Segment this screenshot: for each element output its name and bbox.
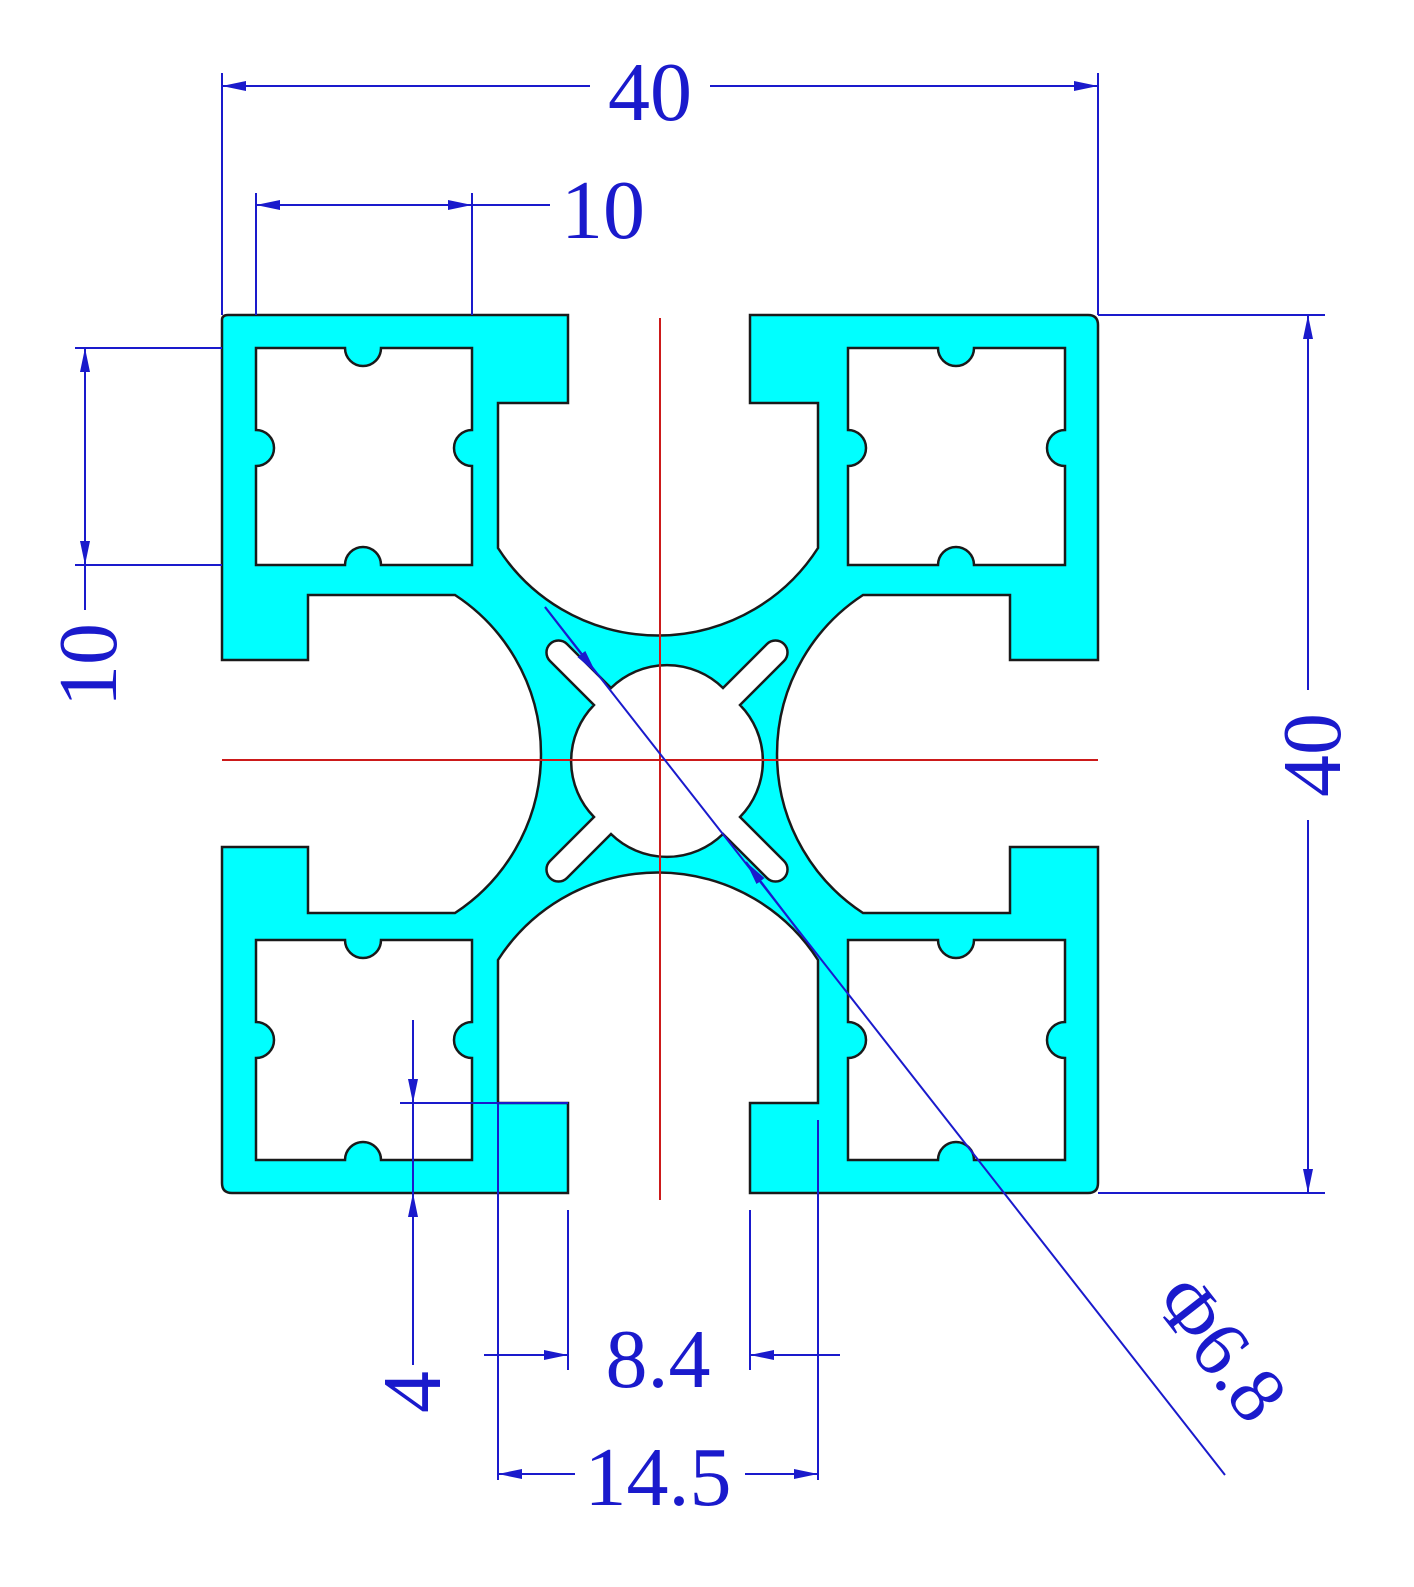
dim-cell-width-label: 10 — [561, 164, 645, 257]
dimension-labels: 40 10 40 10 4 8.4 14.5 Φ6.8 — [42, 46, 1359, 1524]
dim-bore-label: Φ6.8 — [1137, 1259, 1304, 1438]
dim-lip-label: 4 — [366, 1371, 459, 1413]
dim-slot-opening-label: 8.4 — [606, 1313, 711, 1406]
dimension-lines — [80, 81, 1313, 1479]
dim-bore-arrow-b — [745, 861, 801, 934]
profile-outline — [220, 313, 1100, 1195]
dim-cell-height-label: 10 — [42, 623, 135, 707]
dim-height-label: 40 — [1266, 713, 1359, 797]
extension-lines — [75, 73, 1325, 1480]
dim-width-label: 40 — [608, 46, 692, 139]
centerlines — [222, 318, 1098, 1200]
dim-bore-arrow-a — [544, 606, 597, 674]
dim-slot-inner-label: 14.5 — [585, 1431, 732, 1524]
dim-bore-leader — [544, 606, 1226, 1476]
